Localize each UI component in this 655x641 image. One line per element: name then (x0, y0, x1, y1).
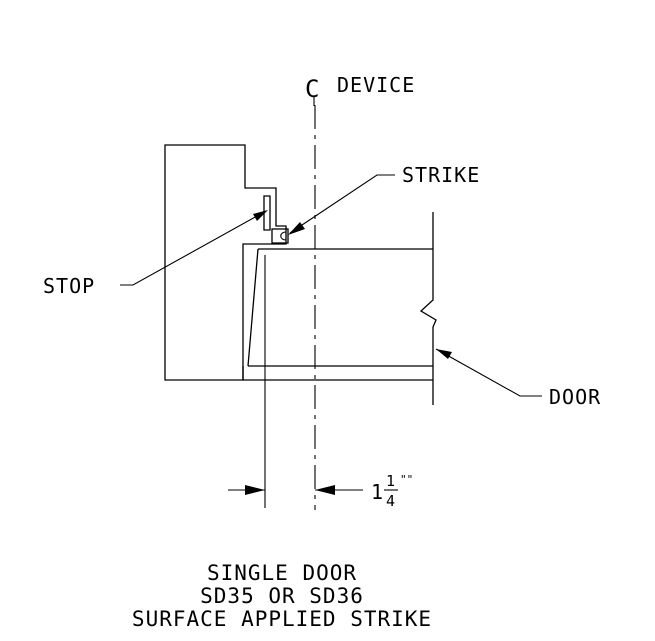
door-break-line (419, 212, 437, 405)
centerline-label: DEVICE (337, 73, 415, 97)
centerline-symbol: C (305, 75, 319, 103)
title-line-3: SURFACE APPLIED STRIKE (132, 607, 432, 631)
strike-keeper (280, 231, 287, 241)
strike-leader-arrow (288, 222, 305, 235)
stop-leader-arrow (253, 210, 268, 221)
dimension-arrow-right (315, 485, 335, 495)
dimension-arrow-left (245, 485, 265, 495)
door-leader (435, 348, 542, 397)
strike-leader (289, 174, 395, 234)
stop-leader (120, 210, 267, 286)
dimension-whole: 1 (371, 480, 383, 504)
door-stop (263, 195, 271, 231)
dimension-denominator: 4 (386, 492, 395, 510)
door-frame (164, 144, 287, 381)
title-line-1: SINGLE DOOR (207, 561, 357, 585)
surface-strike (271, 228, 289, 244)
dimension-inch-marks: "" (400, 473, 413, 486)
title-line-2: SD35 OR SD36 (200, 584, 364, 608)
door-label: DOOR (549, 385, 601, 409)
dimension-numerator: 1 (386, 472, 395, 490)
strike-label: STRIKE (402, 163, 480, 187)
door-leaf (247, 248, 433, 367)
door-leader-arrow (436, 349, 452, 359)
stop-label: STOP (43, 274, 95, 298)
